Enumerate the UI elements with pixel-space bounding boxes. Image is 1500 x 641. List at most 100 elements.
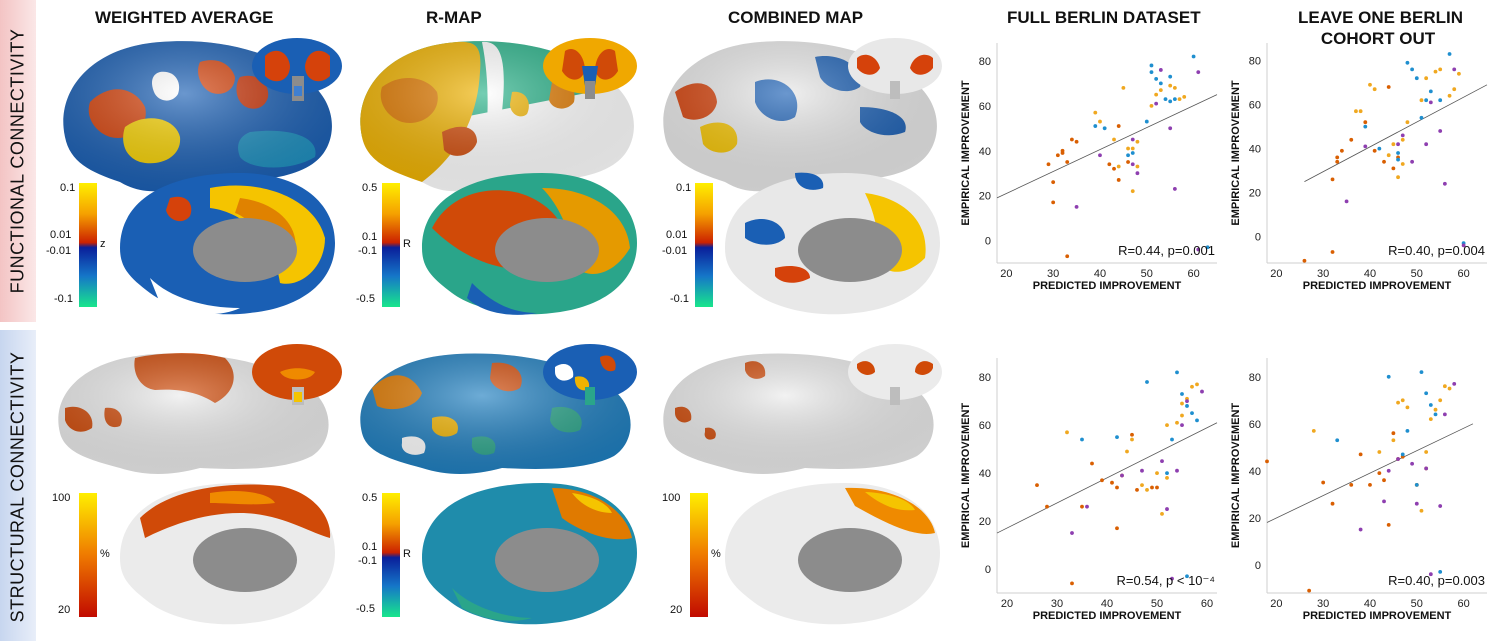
data-point [1115, 485, 1119, 490]
data-point [1175, 370, 1179, 375]
fc-combined-cbar-midpos: 0.01 [666, 229, 688, 241]
data-point [1165, 507, 1169, 511]
data-point [1158, 88, 1163, 93]
data-point [1457, 71, 1461, 76]
data-point [1172, 85, 1177, 90]
data-point [1428, 572, 1433, 577]
data-point [1180, 401, 1184, 406]
fc-combined-cbar-top: 0.1 [676, 182, 692, 194]
y-tick-label: 80 [979, 56, 991, 68]
data-point [1060, 148, 1065, 153]
y-tick-label: 80 [979, 372, 991, 384]
data-point [1396, 400, 1400, 405]
data-point [1145, 380, 1149, 384]
x-axis-label: PREDICTED IMPROVEMENT [1303, 280, 1452, 292]
data-point [1452, 381, 1457, 386]
fc-combined-medial-brain [725, 172, 940, 315]
data-point [1438, 569, 1443, 574]
data-point [1200, 389, 1204, 394]
data-point [1405, 120, 1410, 125]
data-point [1321, 480, 1326, 485]
stats-annotation: R=0.40, p=0.004 [1388, 243, 1485, 258]
data-point [1135, 171, 1140, 176]
data-point [1335, 438, 1340, 443]
fit-line [996, 422, 1218, 534]
y-tick-label: 60 [1249, 419, 1261, 431]
title-r-map: R-MAP [426, 8, 482, 27]
y-tick-label: 20 [1249, 513, 1261, 525]
data-point [1196, 247, 1201, 252]
sc-rmap-colorbar [382, 493, 400, 617]
data-point [1442, 181, 1447, 186]
sc-rmap-cerebellum [543, 344, 637, 405]
sc-weighted-colorbar [79, 493, 97, 617]
sc-weighted-cerebellum [252, 344, 342, 405]
data-point [1419, 508, 1424, 513]
x-tick-label: 60 [1457, 268, 1469, 280]
fc-rmap-cbar-midpos: 0.1 [362, 231, 378, 243]
x-axis-label: PREDICTED IMPROVEMENT [1033, 610, 1182, 622]
row-header-functional [0, 0, 36, 322]
data-point [1172, 187, 1177, 191]
data-point [1116, 178, 1121, 182]
data-point [1396, 142, 1400, 147]
data-point [1447, 93, 1452, 98]
data-point [1130, 162, 1135, 167]
data-point [1396, 151, 1400, 155]
data-point [1180, 423, 1184, 428]
data-point [1349, 483, 1354, 487]
data-point [1080, 504, 1084, 509]
data-point [1149, 63, 1154, 68]
data-point [1120, 473, 1124, 478]
fc-combined-cerebellum [848, 38, 942, 99]
y-tick-label: 40 [1249, 144, 1261, 156]
data-point [1400, 133, 1405, 138]
data-point [1145, 487, 1149, 492]
data-point [1168, 74, 1173, 79]
data-point [1107, 162, 1112, 167]
data-point [1155, 485, 1159, 490]
row-label-functional: FUNCTIONAL CONNECTIVITY [7, 28, 28, 294]
data-point [1311, 428, 1316, 433]
data-point [1195, 382, 1199, 387]
data-point [1433, 69, 1438, 74]
data-point [1205, 245, 1210, 250]
data-point [1158, 81, 1163, 86]
data-point [1377, 471, 1382, 476]
data-point [1386, 85, 1391, 89]
data-point [1168, 99, 1173, 104]
data-point [1372, 148, 1377, 153]
data-point [1102, 126, 1107, 131]
data-point [1065, 430, 1069, 435]
data-point [1045, 504, 1049, 509]
x-tick-label: 60 [1201, 598, 1213, 610]
data-point [1391, 438, 1396, 443]
data-point [1386, 468, 1391, 473]
data-point [1196, 70, 1201, 75]
data-point [1391, 431, 1396, 436]
data-point [1396, 157, 1400, 162]
x-tick-label: 50 [1411, 268, 1423, 280]
sc-rmap-cbar-midpos: 0.1 [362, 541, 378, 553]
fc-rmap-cbar-top: 0.5 [362, 182, 378, 194]
data-point [1265, 459, 1269, 464]
data-point [1163, 97, 1168, 102]
data-point [1302, 258, 1307, 263]
data-point [1168, 83, 1173, 88]
data-point [1177, 97, 1182, 102]
y-tick-label: 60 [1249, 100, 1261, 112]
data-point [1358, 452, 1363, 457]
data-point [1368, 483, 1372, 487]
sc-combined-cbar-bottom: 20 [670, 604, 683, 616]
data-point [1065, 254, 1070, 259]
data-point [1112, 166, 1116, 171]
data-point [1112, 137, 1116, 142]
sc-combined-cerebellum [848, 344, 942, 405]
data-point [1382, 478, 1386, 483]
data-point [1424, 391, 1429, 396]
data-point [1130, 137, 1135, 142]
data-point [1363, 144, 1368, 149]
fc-rmap-cbar-bottom: -0.5 [356, 293, 375, 305]
data-point [1377, 450, 1382, 454]
